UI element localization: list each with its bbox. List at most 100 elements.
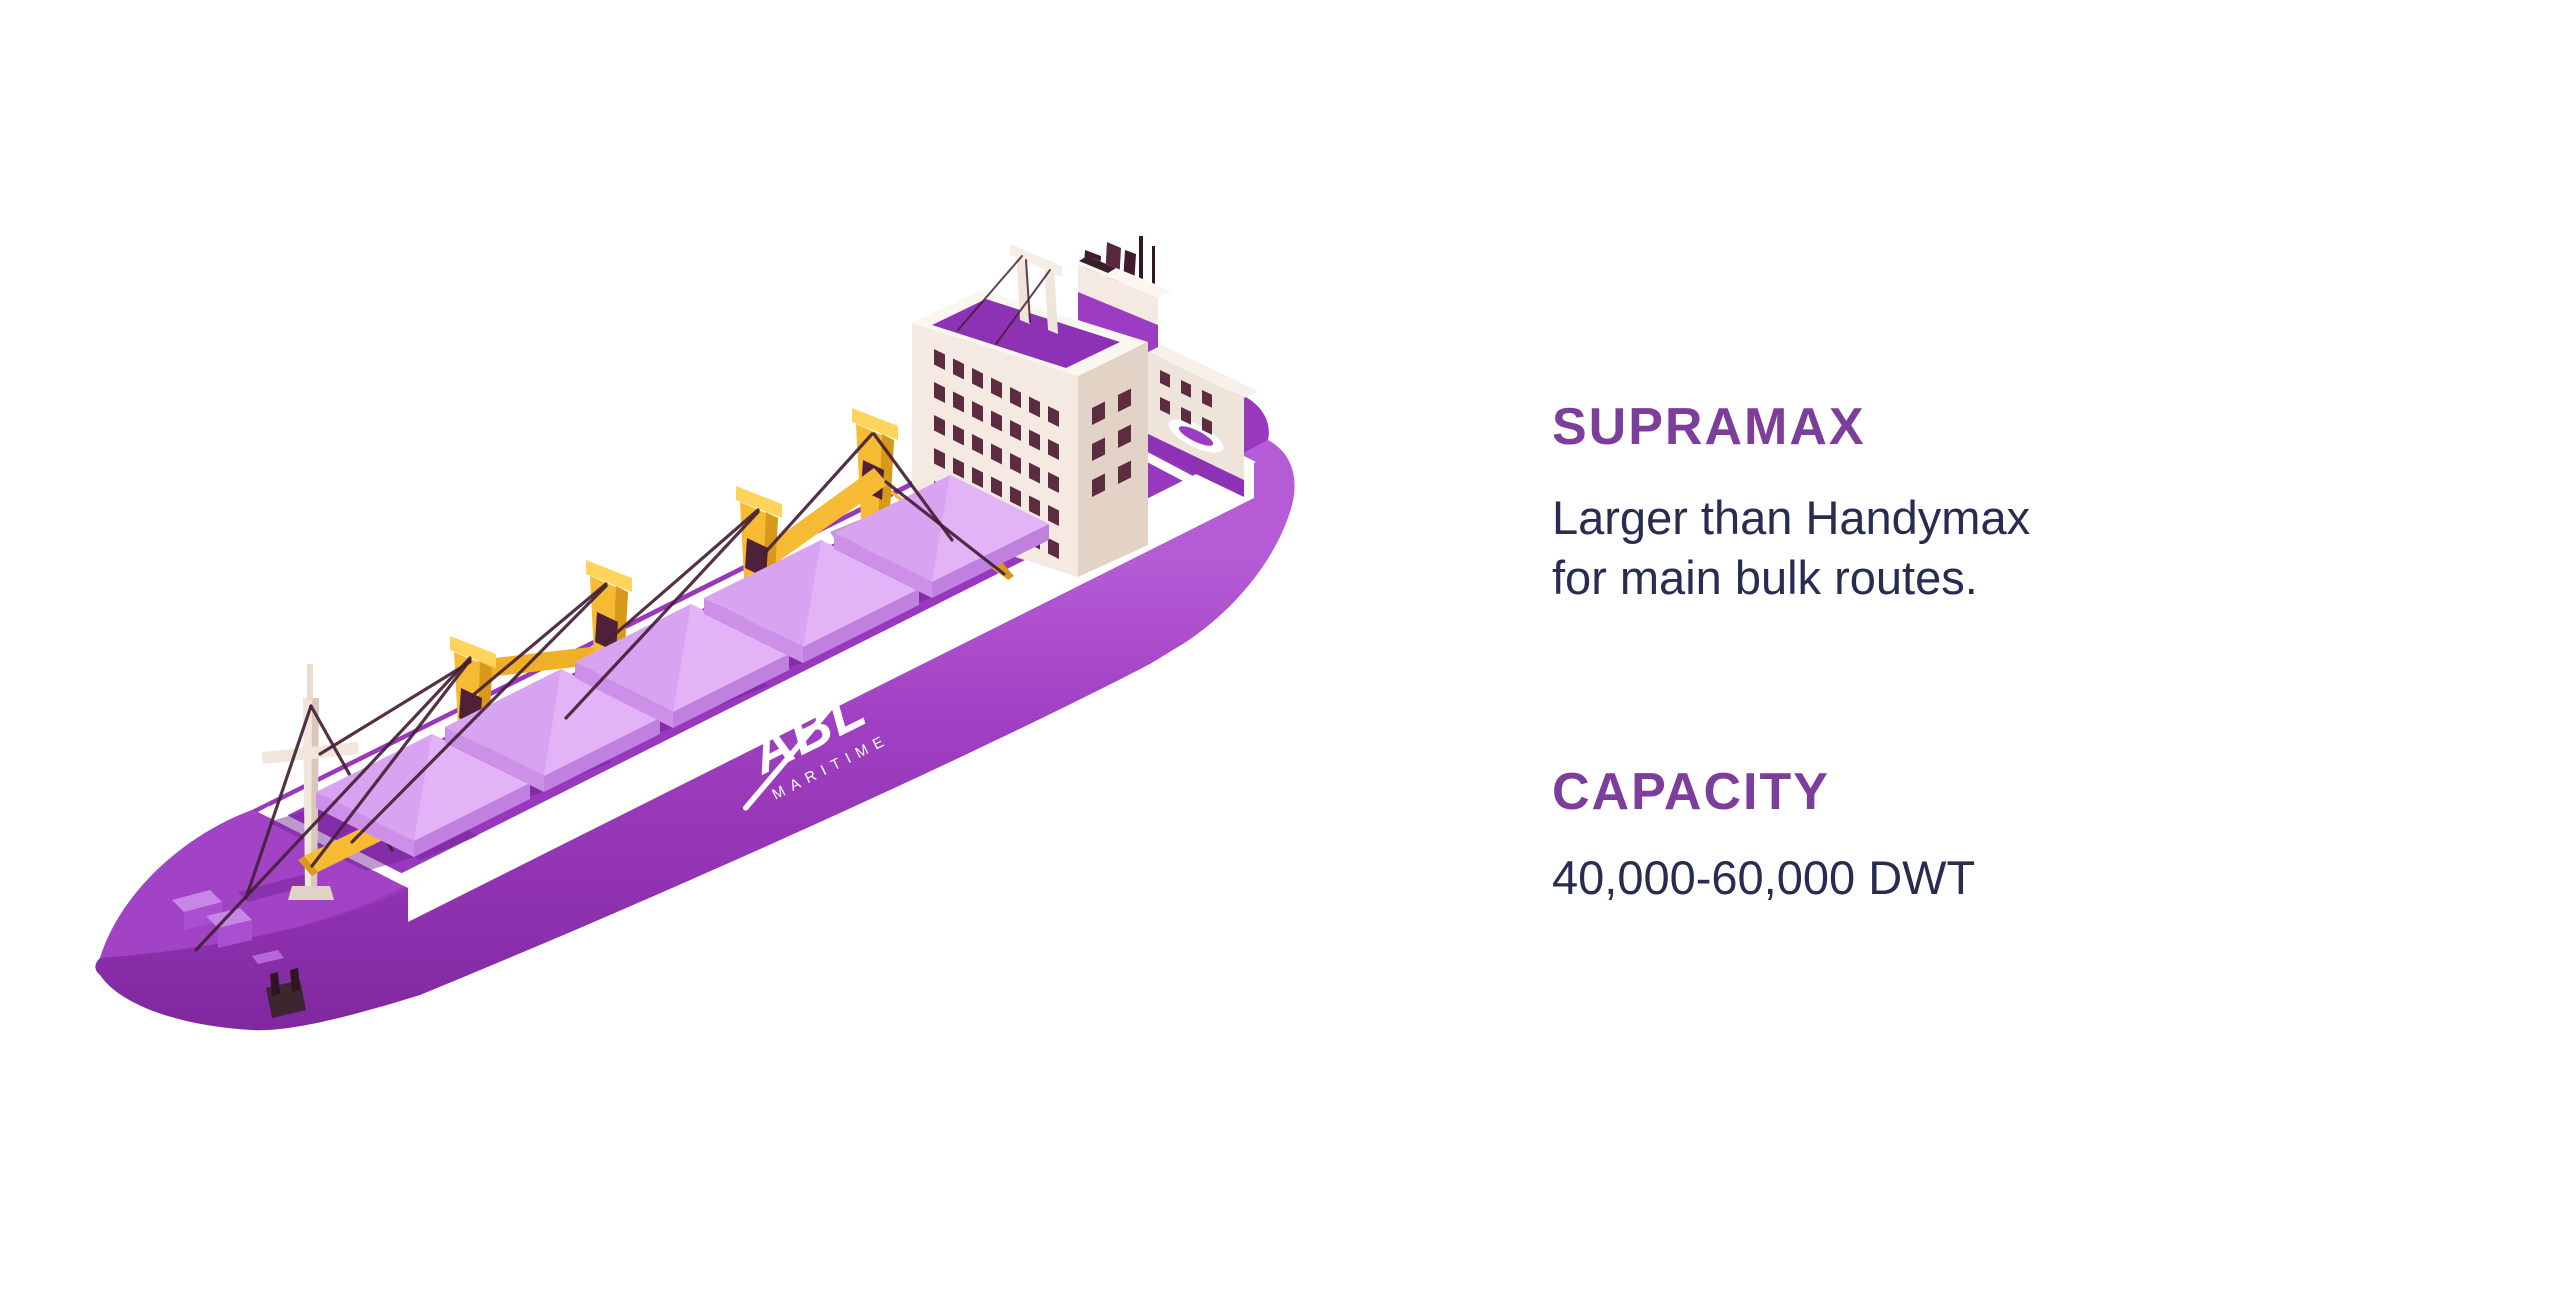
window [1048,472,1059,493]
window [1010,420,1021,441]
superstructure [912,236,1258,577]
hatch-covers [316,475,1049,857]
window [1202,390,1212,408]
deck-step [252,950,284,964]
hatch-cover [704,540,919,663]
mast-frame-bar [1010,244,1062,277]
hull-bulwark-white-band [408,462,1254,922]
window [972,401,983,422]
hatch-bow-face [316,792,414,857]
window [1029,495,1040,517]
description-line-2: for main bulk routes. [1552,551,1978,604]
rigging-line [604,508,760,644]
hatch-top-highlight [414,734,530,841]
crane-cab-window [745,538,768,578]
mast-frame-leg [1044,262,1058,334]
hatch-near-face [803,589,919,663]
window [1181,380,1191,398]
window [1029,429,1040,451]
window [991,377,1002,399]
hatch-near-face [673,654,789,728]
window [1048,439,1059,460]
window [972,467,983,488]
rigging-line [194,656,472,952]
logo-swoosh-icon [742,678,856,811]
window [1118,460,1131,484]
antenna-mast-icon [1139,236,1143,286]
crane-cap [586,560,632,592]
window [972,434,983,455]
crane-cap [736,486,782,518]
window [934,415,945,436]
stern-block [1148,345,1258,497]
rigging-cables [194,432,1006,952]
window [1029,396,1040,418]
crane-cap [852,408,898,440]
crane-boom [752,468,888,570]
description-line-1: Larger than Handymax [1552,491,2031,544]
rigging-line [350,584,608,844]
rigging-line [872,432,954,542]
rigging-line [1025,259,1031,323]
mast-top [307,664,313,700]
crane-boom-tip [996,562,1014,580]
window [1010,453,1021,474]
hatch-near-face [932,524,1049,598]
lifeboat-icon [1168,419,1224,453]
deck-box [218,920,252,948]
hatch-bow-face [445,727,544,792]
window [991,443,1002,465]
window [1118,424,1131,448]
window [953,457,964,479]
window [1029,462,1040,484]
hatch-top-highlight [803,540,919,647]
hatch-top-highlight [932,475,1049,582]
window [1181,407,1191,425]
window [1160,397,1170,415]
window [1160,370,1170,388]
rigging-line [995,269,1051,345]
window [953,391,964,413]
window [953,358,964,380]
bridge-roof-deck [932,299,1120,368]
hatch-cover [445,669,660,792]
window [1010,387,1021,408]
stern-deck-lip [1148,434,1244,497]
window [1092,437,1105,461]
shadow [238,874,316,902]
window [1048,505,1059,526]
window [1092,401,1105,425]
deck-box [206,908,252,928]
window [1092,473,1105,497]
window [1048,406,1059,427]
crane-beam [478,644,618,678]
ship-class-title: SUPRAMAX [1552,398,1866,456]
hatch-top-highlight [673,604,789,712]
deck-box [172,890,222,912]
ship-class-description: Larger than Handymax for main bulk route… [1552,488,2030,608]
roof-mast-frame [957,244,1062,345]
window [1048,538,1059,559]
ship-illustration: ABL MARITIME [95,236,1295,1031]
stern-block-top [1148,345,1258,398]
window [934,349,945,370]
hatch-near-face [414,783,530,857]
anchor-winch-icon [290,968,300,992]
window [934,382,945,403]
hatch-top-highlight [544,669,660,776]
crane-boom-tip [298,856,318,876]
window [972,368,983,389]
window [1118,388,1131,412]
hatch-bow-face [834,533,932,598]
deck-box [184,902,222,930]
rigging-line [318,660,472,756]
bow-fittings [172,890,306,1018]
window [953,424,964,446]
funnel-opening [1079,256,1116,273]
capacity-value: 40,000-60,000 DWT [1552,851,1976,904]
hatch-cover [834,475,1049,598]
bridge-side-face [1078,342,1148,577]
hatch-bow-face [575,662,673,728]
crane-cab-window [595,612,618,652]
